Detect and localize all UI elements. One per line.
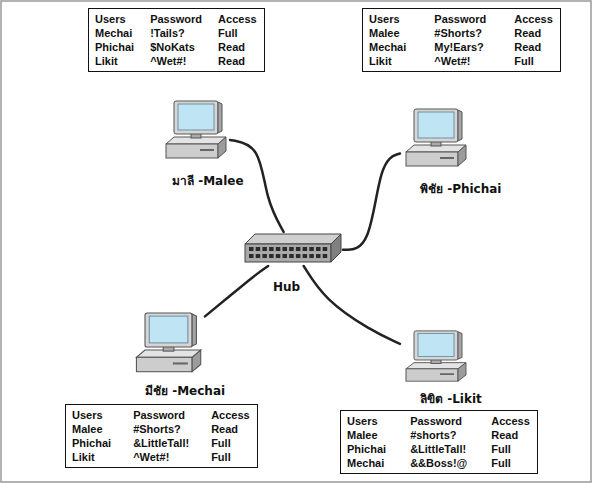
table-cell: #Shorts? [434,26,486,40]
computer-label: มีชัย -Mechai [145,384,225,398]
table-cell: Password [150,12,202,26]
table-cell: Full [491,442,530,456]
table-cell: Malee [369,26,406,40]
computer-label: พิชัย -Phichai [420,182,501,196]
table-cell: Read [211,422,250,436]
table-cell: ^Wet#! [150,54,202,68]
table-cell: Access [491,414,530,428]
table-cell: Phichai [95,40,134,54]
table-cell: My!Ears? [434,40,486,54]
computer-node: ลิขิต -Likit [400,330,470,390]
table-cell: Access [514,12,553,26]
table-cell: Full [211,436,250,450]
access-table: Users Password AccessMalee #shorts? ReadPhic… [340,410,538,474]
network-cable [343,153,400,249]
network-cable [304,266,400,344]
table-cell: Read [514,26,553,40]
table-cell: Full [211,450,250,464]
access-table: Users Password AccessMalee #Shorts? ReadPhic… [65,404,258,468]
computer-icon [160,100,230,168]
table-cell: Phichai [347,442,386,456]
table-cell: Likit [72,450,111,464]
computer-label: ลิขิต -Likit [420,392,482,406]
table-cell: Full [491,456,530,470]
computer-node: พิชัย -Phichai [400,108,470,176]
table-cell: Mechai [369,40,406,54]
table-cell: Read [514,40,553,54]
table-cell: Password [434,12,486,26]
computer-icon [130,312,205,382]
computer-icon [400,108,470,176]
table-cell: Read [218,40,257,54]
access-table: Users Password AccessMechai !Tails? FullPhic… [88,8,265,72]
table-cell: Password [133,408,189,422]
computer-node: มีชัย -Mechai [130,312,205,382]
table-cell: $NoKats [150,40,202,54]
table-cell: Mechai [347,456,386,470]
table-cell: Phichai [72,436,111,450]
table-cell: Access [218,12,257,26]
table-cell: &LittleTall! [133,436,189,450]
table-cell: &LittleTall! [410,442,467,456]
table-cell: Password [410,414,467,428]
table-cell: Full [514,54,553,68]
table-cell: #Shorts? [133,422,189,436]
table-cell: Users [95,12,134,26]
computer-label: มาลี -Malee [172,174,244,188]
table-cell: &&Boss!@ [410,456,467,470]
table-cell: Access [211,408,250,422]
table-cell: Malee [347,428,386,442]
hub-node: Hub [243,232,343,266]
table-cell: Malee [72,422,111,436]
table-cell: !Tails? [150,26,202,40]
table-cell: Read [218,54,257,68]
table-cell: Users [369,12,406,26]
table-cell: Read [491,428,530,442]
table-cell: Full [218,26,257,40]
table-cell: ^Wet#! [434,54,486,68]
table-cell: Likit [369,54,406,68]
computer-icon [400,330,470,390]
hub-icon [243,232,343,266]
table-cell: Users [347,414,386,428]
table-cell: ^Wet#! [133,450,189,464]
hub-label: Hub [273,280,300,294]
table-cell: Mechai [95,26,134,40]
table-cell: Likit [95,54,134,68]
table-cell: #shorts? [410,428,467,442]
network-cable [205,266,268,316]
table-cell: Users [72,408,111,422]
access-table: UsersPasswordAccessMalee#Shorts?ReadMech… [362,8,561,72]
computer-node: มาลี -Malee [160,100,230,168]
